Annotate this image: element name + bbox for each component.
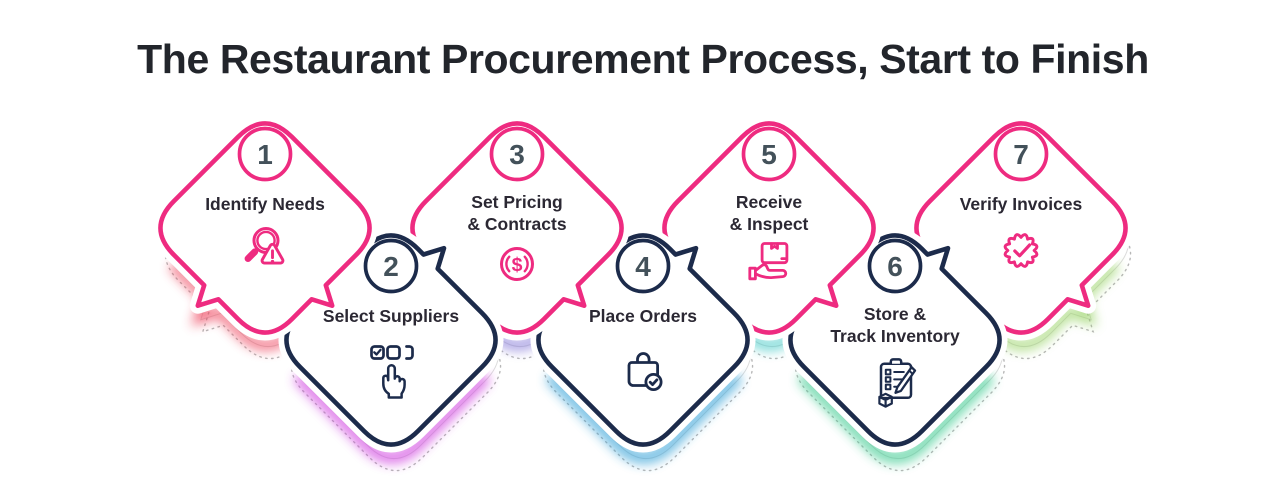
step-label: Store & xyxy=(864,304,927,324)
step-3: 3 Set Pricing & Contracts $ xyxy=(467,126,567,281)
diamond-border xyxy=(158,121,372,335)
step-4: 4 Place Orders xyxy=(589,238,697,391)
svg-text:$: $ xyxy=(512,254,523,276)
step-label: Verify Invoices xyxy=(960,194,1083,214)
step-number: 4 xyxy=(635,251,651,282)
step-number: 1 xyxy=(257,139,273,170)
shopping-bag-check-icon xyxy=(627,352,663,391)
step-label: Set Pricing xyxy=(471,192,562,212)
supplier-checkboxes-hand-icon xyxy=(370,345,414,399)
layer-content: 1 Identify Needs 2 Select Suppliers 3 Se… xyxy=(205,126,1083,408)
infographic-title: The Restaurant Procurement Process, Star… xyxy=(137,36,1149,82)
dollar-coin-icon: $ xyxy=(500,247,534,281)
step-label: & Inspect xyxy=(730,214,809,234)
step-4-diamond xyxy=(530,227,756,453)
step-number-badge xyxy=(489,126,545,182)
step-label: Track Inventory xyxy=(830,326,960,346)
step-2: 2 Select Suppliers xyxy=(323,238,459,399)
step-number-badge xyxy=(237,126,293,182)
step-label: Select Suppliers xyxy=(323,306,459,326)
step-1: 1 Identify Needs xyxy=(205,126,325,265)
step-number-badge xyxy=(741,126,797,182)
glow-shadow xyxy=(798,373,994,464)
glow-shadow xyxy=(294,373,490,464)
step-number-badge xyxy=(867,238,923,294)
step-6: 6 Store & Track Inventory xyxy=(830,238,960,408)
step-label: Identify Needs xyxy=(205,194,325,214)
step-number: 7 xyxy=(1013,139,1029,170)
verified-badge-check-icon xyxy=(1003,233,1039,268)
magnifier-alert-icon xyxy=(244,227,285,265)
step-number: 5 xyxy=(761,139,777,170)
step-label: Receive xyxy=(736,192,802,212)
layer-diamonds xyxy=(152,115,1134,453)
glow-shadow xyxy=(546,373,742,464)
step-7: 7 Verify Invoices xyxy=(960,126,1083,268)
step-5: 5 Receive & Inspect xyxy=(730,126,809,281)
step-number-badge xyxy=(615,238,671,294)
inventory-clipboard-icon xyxy=(878,358,917,408)
step-label: & Contracts xyxy=(467,214,566,234)
hand-receiving-box-icon xyxy=(748,242,789,281)
step-number-badge xyxy=(993,126,1049,182)
step-number: 6 xyxy=(887,251,903,282)
step-number: 3 xyxy=(509,139,525,170)
step-number-badge xyxy=(363,238,419,294)
step-label: Place Orders xyxy=(589,306,697,326)
step-number: 2 xyxy=(383,251,399,282)
